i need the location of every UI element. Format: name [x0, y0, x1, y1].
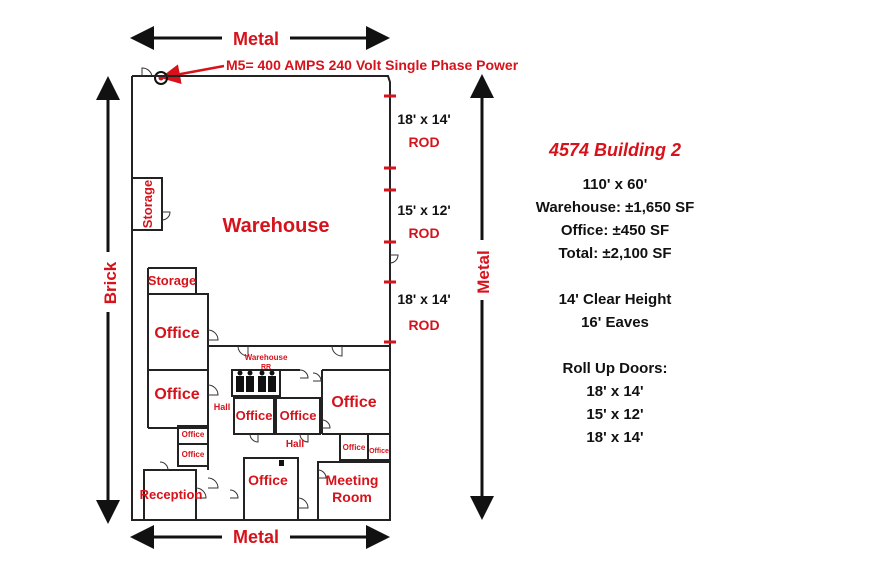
office-small-label-1: Office — [182, 430, 205, 439]
warehouse-sf-text: Warehouse: ±1,650 SF — [535, 199, 695, 216]
interior-walls — [131, 177, 391, 521]
door-3-size: 18' x 14' — [397, 291, 450, 307]
building-walls — [131, 67, 399, 521]
property-info-panel: 4574 Building 2 110' x 60' Warehouse: ±1… — [500, 140, 730, 449]
restroom-label-1: Warehouse — [245, 353, 288, 362]
right-side-label: Metal — [474, 250, 493, 293]
bottom-side-label: Metal — [233, 527, 279, 547]
property-title: 4574 Building 2 — [548, 140, 682, 160]
office-small-label-2: Office — [182, 450, 205, 459]
warehouse-label: Warehouse — [222, 215, 329, 237]
clear-height-text: 14' Clear Height — [558, 291, 672, 308]
eaves-text: 16' Eaves — [581, 314, 649, 331]
door-2-type: ROD — [408, 225, 439, 241]
restroom-label-2: RR — [261, 364, 271, 371]
power-note: M5= 400 AMPS 240 Volt Single Phase Power — [226, 57, 519, 73]
office-small-label-4: Office — [369, 448, 389, 455]
roll-up-door-size-2: 15' x 12' — [586, 406, 644, 423]
door-swings — [159, 211, 343, 509]
dimensions-text: 110' x 60' — [582, 176, 648, 193]
column-marker — [279, 460, 284, 466]
office-label-3: Office — [331, 394, 376, 411]
reception-label: Reception — [140, 487, 203, 502]
hall-label-1: Hall — [214, 402, 231, 412]
hall-label-2: Hall — [286, 439, 305, 450]
office-label-2: Office — [154, 386, 199, 403]
storage-vertical-label: Storage — [140, 180, 155, 228]
office-label-6: Office — [248, 472, 288, 488]
office-small-label-3: Office — [343, 443, 366, 452]
door-3-type: ROD — [408, 317, 439, 333]
office-label-4: Office — [236, 408, 273, 423]
restroom-icon — [236, 370, 276, 392]
left-side-label: Brick — [101, 261, 120, 304]
door-1-size: 18' x 14' — [397, 111, 450, 127]
total-sf-text: Total: ±2,100 SF — [558, 245, 672, 262]
roll-up-door-size-3: 18' x 14' — [586, 429, 644, 446]
door-2-size: 15' x 12' — [397, 202, 450, 218]
roll-up-doors-heading: Roll Up Doors: — [562, 360, 668, 377]
office-sf-text: Office: ±450 SF — [560, 222, 670, 239]
door-1-type: ROD — [408, 134, 439, 150]
power-note-arrow — [160, 64, 225, 85]
storage-label: Storage — [148, 273, 196, 288]
meeting-room-label-2: Room — [332, 489, 372, 505]
office-label-5: Office — [280, 408, 317, 423]
office-label-1: Office — [154, 325, 199, 342]
roll-up-door-size-1: 18' x 14' — [586, 383, 644, 400]
power-meter-icon — [154, 71, 168, 85]
top-side-label: Metal — [233, 29, 279, 49]
meeting-room-label-1: Meeting — [326, 472, 379, 488]
